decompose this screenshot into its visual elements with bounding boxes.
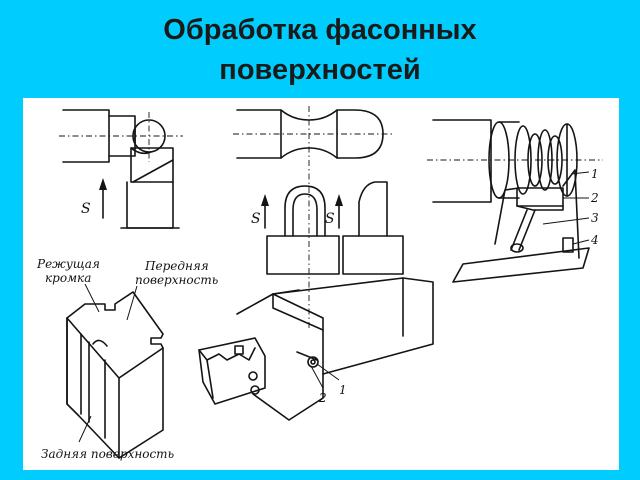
part-2-label-holder: 2 <box>318 391 327 405</box>
part-3-label-top: 3 <box>591 211 599 225</box>
drawing-profile-turning <box>233 106 404 328</box>
feed-s-label-1: S <box>81 201 91 217</box>
part-1-label-holder: 1 <box>339 383 347 397</box>
technical-drawing: S S S <box>36 106 603 461</box>
back-surface-label: Задняя поверхность <box>41 447 174 461</box>
part-2-label-top: 2 <box>590 191 599 205</box>
drawing-ball-turning <box>59 109 183 229</box>
slide-title: Обработка фасонных поверхностей <box>0 10 640 90</box>
part-4-label-top: 4 <box>590 233 599 247</box>
feed-s-label-2: S <box>251 211 261 227</box>
cutting-edge-label-line1: Режущая <box>36 257 100 271</box>
drawing-prismatic-tool <box>66 283 164 459</box>
drawing-holder-assembly <box>427 119 603 283</box>
slide-title-line2: поверхностей <box>219 54 421 86</box>
front-surface-label-line2: поверхность <box>135 273 218 287</box>
part-1-label-top: 1 <box>591 167 599 181</box>
drawing-tool-holder <box>198 277 434 421</box>
cutting-edge-label-line2: кромка <box>45 271 91 285</box>
front-surface-label-line1: Передняя <box>144 259 209 273</box>
figure-panel: S S S <box>23 98 619 470</box>
feed-s-label-3: S <box>325 211 335 227</box>
slide-title-line1: Обработка фасонных <box>163 14 477 46</box>
